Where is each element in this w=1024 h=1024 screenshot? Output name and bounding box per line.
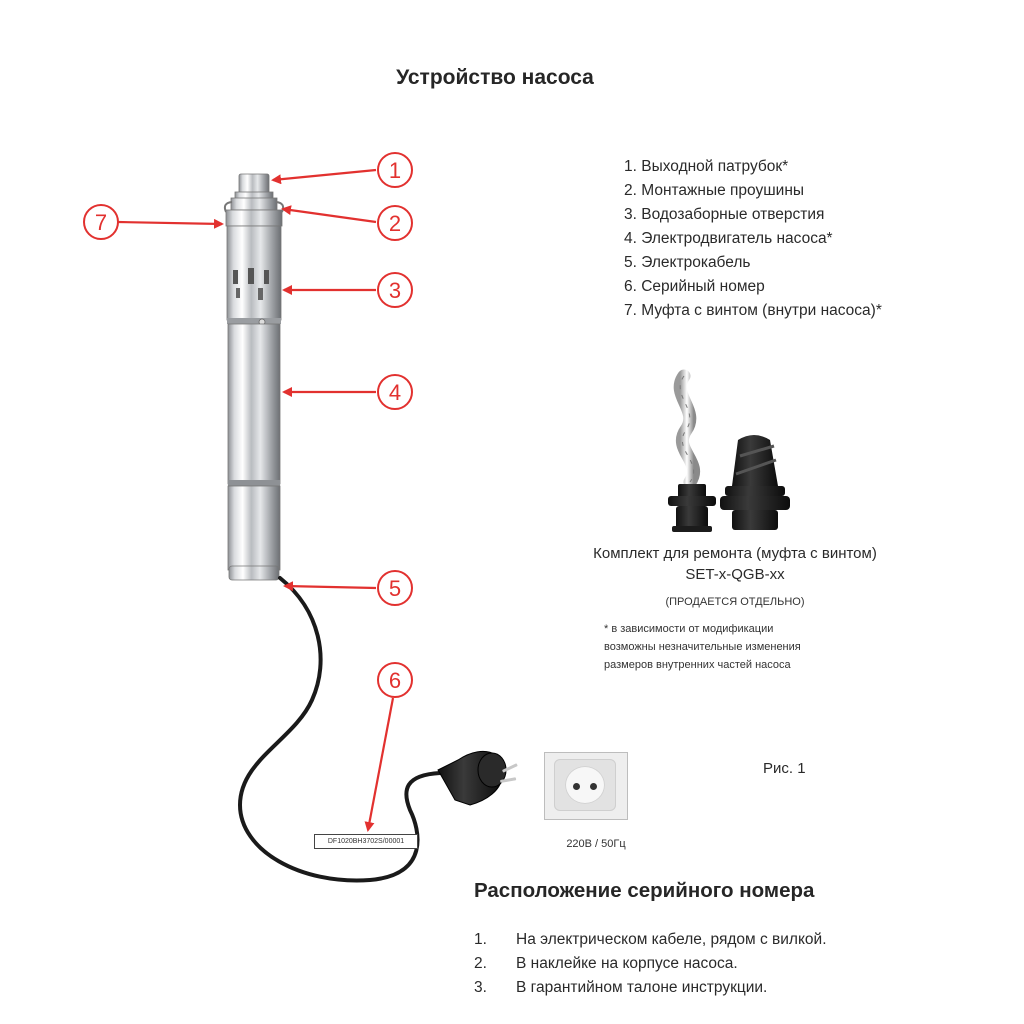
plug-image [437,750,518,806]
serial-location-list: 1. На электрическом кабеле, рядом с вилко… [474,928,827,1000]
figure-label: Рис. 1 [763,760,806,777]
callout-circle-2 [377,205,413,241]
parts-list-item: 4. Электродвигатель насоса* [624,230,833,247]
callout-number-2: 2 [389,211,401,236]
item-text: На электрическом кабеле, рядом с вилкой. [516,931,827,948]
callout-number-3: 3 [389,278,401,303]
parts-list-item: 7. Муфта с винтом (внутри насоса)* [624,302,882,319]
item-text: В гарантийном талоне инструкции. [516,979,768,996]
callout-circle-7 [83,204,119,240]
item-text: В наклейке на корпусе насоса. [516,955,738,972]
parts-list-item: 6. Серийный номер [624,278,765,295]
voltage-label: 220В / 50Гц [566,838,626,850]
callout-circle-3 [377,272,413,308]
pump-image [223,173,285,581]
footnote-line: возможны незначительные изменения [604,641,801,653]
power-cable [237,576,442,883]
repair-kit-caption: Комплект для ремонта (муфта с винтом) SE… [530,543,940,585]
repair-kit-image [668,369,790,532]
serial-number-sticker: DF1020BH3702S/00001 [314,834,418,849]
page-title: Устройство насоса [396,66,594,89]
sold-separately-note: (ПРОДАЕТСЯ ОТДЕЛЬНО) [665,596,805,608]
serial-location-item: 1. На электрическом кабеле, рядом с вилко… [474,928,827,952]
socket-hole [573,783,580,790]
callout-number-4: 4 [389,380,401,405]
parts-list-item: 2. Монтажные проушины [624,182,805,199]
callout-number-1: 1 [389,158,401,183]
parts-list: 1. Выходной патрубок* 2. Монтажные проуш… [624,155,882,323]
serial-section-title: Расположение серийного номера [474,879,815,902]
footnote-line: размеров внутренних частей насоса [604,659,791,671]
repair-kit-model: SET-x-QGB-xx [685,566,785,583]
callout-number-6: 6 [389,668,401,693]
serial-location-item: 3. В гарантийном талоне инструкции. [474,976,827,1000]
footnote-line: * в зависимости от модификации [604,623,774,635]
socket-frame [554,759,616,811]
serial-location-item: 2. В наклейке на корпусе насоса. [474,952,827,976]
callout-circle-6 [377,662,413,698]
socket-image [544,752,628,820]
modification-footnote: * в зависимости от модификации возможны … [604,620,904,674]
item-number: 1. [474,931,487,948]
callout-number-7: 7 [95,210,107,235]
callout-circle-1 [377,152,413,188]
callout-circle-4 [377,374,413,410]
callout-arrows [117,168,395,832]
parts-list-item: 1. Выходной патрубок* [624,158,789,175]
item-number: 3. [474,979,487,996]
socket-face [565,766,605,804]
repair-kit-label: Комплект для ремонта (муфта с винтом) [593,545,877,562]
callout-number-5: 5 [389,576,401,601]
socket-hole [590,783,597,790]
item-number: 2. [474,955,487,972]
parts-list-item: 3. Водозаборные отверстия [624,206,825,223]
callout-circle-5 [377,570,413,606]
parts-list-item: 5. Электрокабель [624,254,751,271]
